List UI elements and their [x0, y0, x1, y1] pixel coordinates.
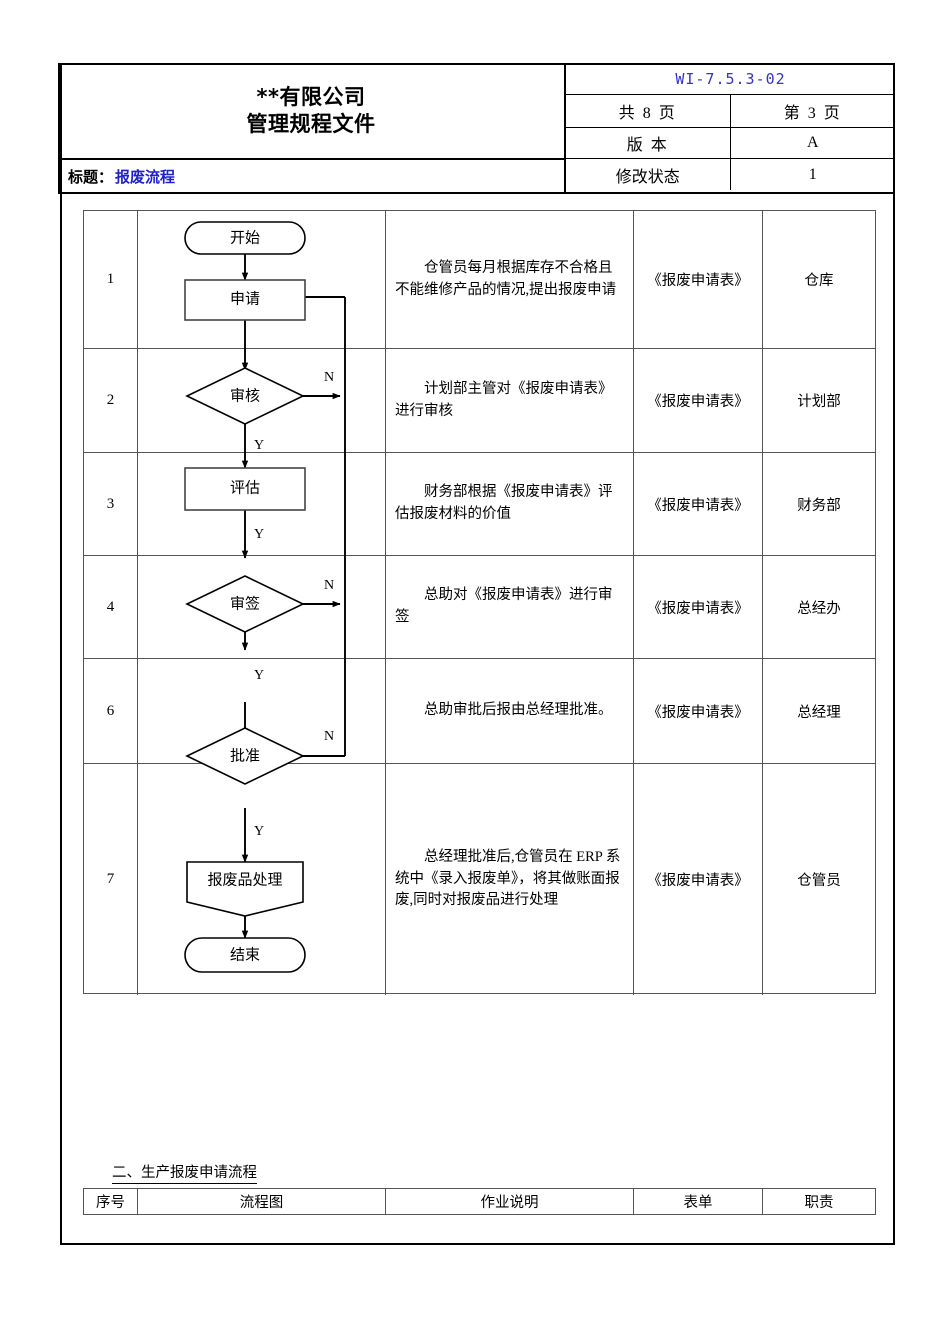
- column-header-desc: 作业说明: [386, 1189, 634, 1214]
- row-form: 《报废申请表》: [634, 659, 763, 763]
- document-type: 管理规程文件: [246, 111, 376, 136]
- row-number: 3: [84, 453, 138, 555]
- row-description: 计划部主管对《报废申请表》进行审核: [386, 349, 634, 452]
- column-header-flow: 流程图: [138, 1189, 386, 1214]
- version-label: 版 本: [566, 128, 731, 158]
- row-flowchart-cell: [138, 659, 386, 763]
- version-value: A: [806, 134, 819, 151]
- revision-row: 修改状态 1: [566, 159, 895, 190]
- row-responsibility: 总经办: [797, 600, 841, 617]
- total-pages: 共 8 页: [566, 95, 731, 127]
- row-number: 7: [84, 764, 138, 995]
- row-description: 总助审批后报由总经理批准。: [386, 659, 634, 763]
- row-number: 4: [84, 556, 138, 658]
- row-flowchart-cell: [138, 349, 386, 452]
- row-flowchart-cell: [138, 211, 386, 348]
- table-row: 6 总助审批后报由总经理批准。 《报废申请表》 总经理: [84, 659, 875, 764]
- row-flowchart-cell: [138, 453, 386, 555]
- doc-code: WI-7.5.3-02: [675, 69, 786, 88]
- row-flowchart-cell: [138, 764, 386, 995]
- row-responsibility: 总经理: [797, 704, 841, 721]
- table-row: 1 仓管员每月根据库存不合格且不能维修产品的情况,提出报废申请 《报废申请表》 …: [84, 211, 875, 349]
- table-row: 3 财务部根据《报废申请表》评估报废材料的价值 《报废申请表》 财务部: [84, 453, 875, 556]
- header-border: [58, 63, 895, 194]
- title-label: 标题：: [68, 167, 114, 186]
- row-number: 1: [84, 211, 138, 348]
- revision-value: 1: [808, 165, 817, 183]
- row-form: 《报废申请表》: [634, 556, 763, 658]
- row-form: 《报废申请表》: [634, 764, 763, 995]
- version-row: 版 本 A: [566, 128, 895, 159]
- row-flowchart-cell: [138, 556, 386, 658]
- next-section-table-header: 序号 流程图 作业说明 表单 职责: [83, 1188, 876, 1215]
- title-value: 报废流程: [115, 167, 176, 186]
- row-responsibility: 财务部: [797, 497, 841, 514]
- row-responsibility: 仓管员: [797, 873, 841, 889]
- page-row: 共 8 页 第 3 页: [566, 95, 895, 128]
- company-name: **有限公司: [256, 84, 366, 109]
- column-header-resp: 职责: [804, 1195, 834, 1211]
- row-form: 《报废申请表》: [634, 211, 763, 348]
- revision-label: 修改状态: [566, 159, 731, 190]
- process-table: 1 仓管员每月根据库存不合格且不能维修产品的情况,提出报废申请 《报废申请表》 …: [83, 210, 876, 995]
- table-row: 7 总经理批准后,仓管员在 ERP 系统中《录入报废单》，将其做账面报废,同时对…: [84, 764, 875, 995]
- company-block: **有限公司 管理规程文件: [58, 63, 566, 160]
- row-description: 总助对《报废申请表》进行审签: [386, 556, 634, 658]
- row-number: 6: [84, 659, 138, 763]
- row-form: 《报废申请表》: [634, 349, 763, 452]
- table-row: 2 计划部主管对《报废申请表》进行审核 《报废申请表》 计划部: [84, 349, 875, 453]
- header-meta-block: WI-7.5.3-02 共 8 页 第 3 页 版 本 A 修改状态 1: [566, 63, 895, 194]
- row-description: 财务部根据《报废申请表》评估报废材料的价值: [386, 453, 634, 555]
- doc-code-row: WI-7.5.3-02: [566, 63, 895, 95]
- row-description: 仓管员每月根据库存不合格且不能维修产品的情况,提出报废申请: [386, 211, 634, 348]
- section-heading: 二、生产报废申请流程: [112, 1161, 257, 1184]
- row-responsibility: 仓库: [804, 273, 834, 289]
- table-row: 4 总助对《报废申请表》进行审签 《报废申请表》 总经办: [84, 556, 875, 659]
- column-header-no: 序号: [84, 1189, 138, 1214]
- document-title-row: 标题： 报废流程: [58, 160, 566, 192]
- row-form: 《报废申请表》: [634, 453, 763, 555]
- row-number: 2: [84, 349, 138, 452]
- row-responsibility: 计划部: [797, 394, 841, 410]
- column-header-form: 表单: [634, 1189, 763, 1214]
- current-page: 第 3 页: [783, 105, 842, 122]
- document-header: **有限公司 管理规程文件 标题： 报废流程 WI-7.5.3-02 共 8 页…: [58, 63, 895, 194]
- row-description: 总经理批准后,仓管员在 ERP 系统中《录入报废单》，将其做账面报废,同时对报废…: [386, 764, 634, 995]
